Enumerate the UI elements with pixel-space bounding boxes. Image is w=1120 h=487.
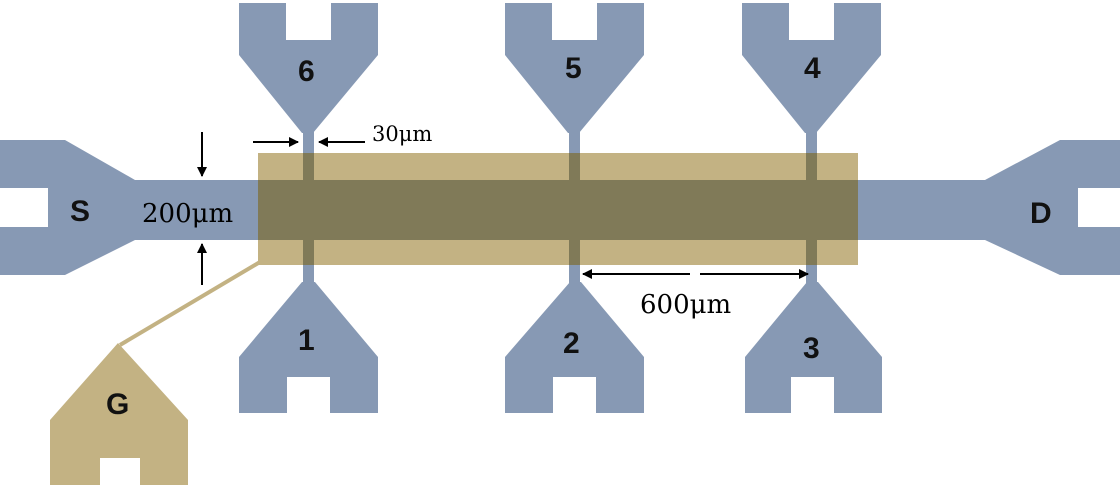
probe-pad-1 xyxy=(239,282,378,413)
probe-pad-6 xyxy=(239,3,378,133)
dimension-arrows xyxy=(197,132,809,285)
gate-arm-overlap-1-bottom xyxy=(303,240,314,265)
probe-spacing-label: 600μm xyxy=(640,290,731,320)
gate-label: G xyxy=(106,388,129,421)
gate-arm-overlap-3-bottom xyxy=(806,240,817,265)
gate-pad xyxy=(50,343,188,485)
gate-arm-overlap-6-top xyxy=(303,153,314,180)
gate-wire xyxy=(118,260,262,347)
gate-layer xyxy=(50,153,858,485)
source-label: S xyxy=(70,195,90,228)
probe-width-label: 30μm xyxy=(372,122,432,146)
probe-4-label: 4 xyxy=(804,52,821,85)
drain-pad xyxy=(985,140,1120,275)
source-pad xyxy=(0,140,135,275)
probe-pad-5 xyxy=(505,3,644,133)
probe-6-label: 6 xyxy=(298,55,315,88)
probe-1-label: 1 xyxy=(298,324,315,357)
gate-arm-overlap-5-top xyxy=(569,153,580,180)
drain-label: D xyxy=(1030,197,1052,230)
gate-arm-overlap-2-bottom xyxy=(569,240,580,265)
probe-pad-2 xyxy=(505,282,644,413)
probe-pad-3 xyxy=(745,282,882,413)
probe-pad-4 xyxy=(742,3,881,133)
channel-width-label: 200μm xyxy=(142,199,233,229)
gate-channel-overlap xyxy=(258,180,858,240)
probe-3-label: 3 xyxy=(803,332,820,365)
probe-2-label: 2 xyxy=(563,327,580,360)
probe-5-label: 5 xyxy=(565,52,582,85)
gate-arm-overlap-4-top xyxy=(806,153,817,180)
